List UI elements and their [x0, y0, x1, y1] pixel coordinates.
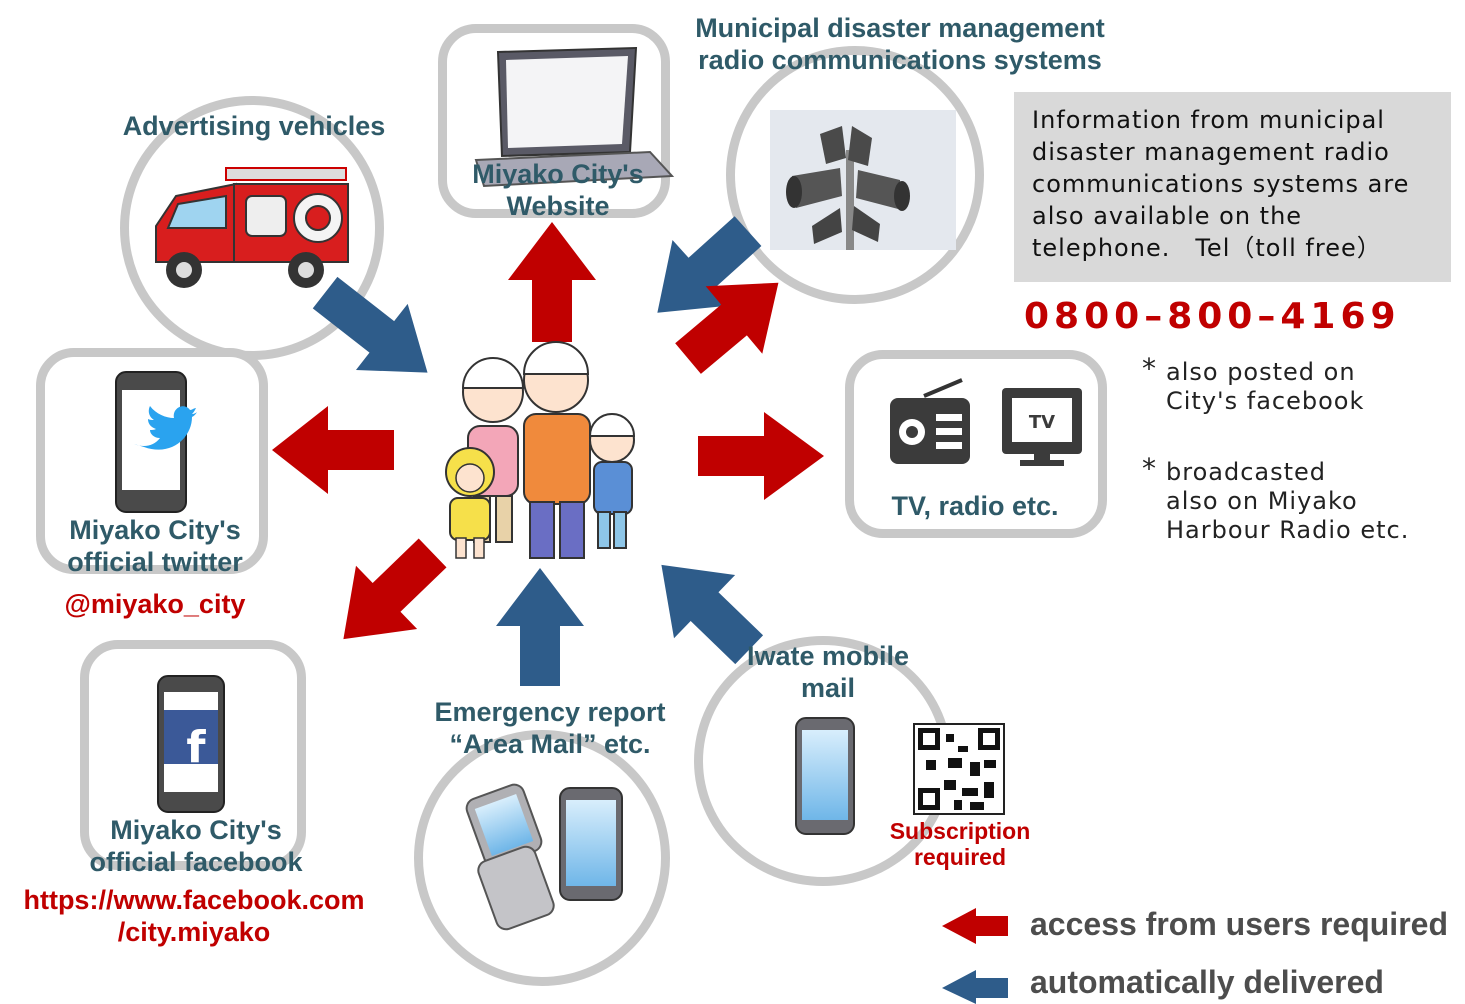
- loudspeaker-icon: [770, 110, 956, 250]
- laptop-icon: [474, 46, 675, 188]
- note-harbour-radio: * broadcasted also on Miyako Harbour Rad…: [1142, 454, 1456, 545]
- radio-system-label: Municipal disaster management radio comm…: [695, 13, 1105, 75]
- area-mail-label: Emergency report “Area Mail” etc.: [434, 697, 666, 759]
- twitter-phone-icon: [115, 371, 197, 513]
- arrow-center-to-radio-system: [675, 282, 779, 374]
- iwate-mail-frame: [694, 636, 952, 886]
- qr-code-icon: [913, 723, 1005, 815]
- svg-text:TV: TV: [1029, 412, 1055, 433]
- area-mail-frame: [414, 730, 670, 986]
- iwate-phone-icon: [795, 717, 855, 835]
- tv-icon: TV: [1002, 388, 1082, 466]
- note-facebook-text: also posted on City's facebook: [1166, 358, 1365, 415]
- note-facebook: * also posted on City's facebook: [1142, 354, 1456, 416]
- arrow-center-to-facebook: [343, 538, 447, 640]
- flip-phone-icon: [465, 783, 555, 931]
- legend-red-arrow: [942, 908, 1008, 944]
- asterisk-icon: *: [1142, 352, 1157, 385]
- arrow-center-to-tv-radio: [698, 412, 824, 500]
- arrow-radio-system-to-center: [657, 216, 762, 313]
- website-label: Miyako City's Website: [472, 159, 644, 221]
- telephone-info-text: Information from municipal disaster mana…: [1032, 106, 1410, 262]
- fire-truck-icon: [155, 167, 349, 288]
- telephone-info-box: Information from municipal disaster mana…: [1014, 92, 1451, 282]
- phone-number[interactable]: 0800–800–4169: [1024, 296, 1401, 337]
- facebook-phone-icon: f: [157, 675, 225, 813]
- asterisk-icon: *: [1142, 452, 1157, 485]
- facebook-label: Miyako City's official facebook: [89, 815, 303, 877]
- arrow-iwate-mail-to-center: [661, 564, 764, 665]
- subscription-note: Subscription required: [889, 818, 1031, 870]
- smartphone-icon: [559, 787, 623, 901]
- note-harbour-radio-text: broadcasted also on Miyako Harbour Radio…: [1166, 458, 1410, 544]
- tv-radio-label: TV, radio etc.: [891, 491, 1059, 521]
- twitter-label: Miyako City's official twitter: [67, 515, 243, 577]
- svg-text:f: f: [186, 722, 206, 773]
- radio-icon: [890, 378, 970, 464]
- vehicles-label: Advertising vehicles: [122, 111, 386, 141]
- arrow-center-to-twitter: [272, 406, 394, 494]
- arrow-area-mail-to-center: [496, 568, 584, 686]
- iwate-mail-label: Iwate mobile mail: [746, 641, 910, 703]
- facebook-url[interactable]: https://www.facebook.com /city.miyako: [23, 885, 365, 947]
- legend-red-label: access from users required: [1030, 906, 1448, 942]
- legend-blue-label: automatically delivered: [1030, 964, 1384, 1000]
- legend-blue-arrow: [942, 970, 1008, 1004]
- family-icon: [445, 341, 636, 559]
- arrow-vehicles-to-center: [312, 276, 428, 373]
- arrow-center-to-website: [508, 222, 596, 342]
- twitter-handle[interactable]: @miyako_city: [64, 589, 246, 619]
